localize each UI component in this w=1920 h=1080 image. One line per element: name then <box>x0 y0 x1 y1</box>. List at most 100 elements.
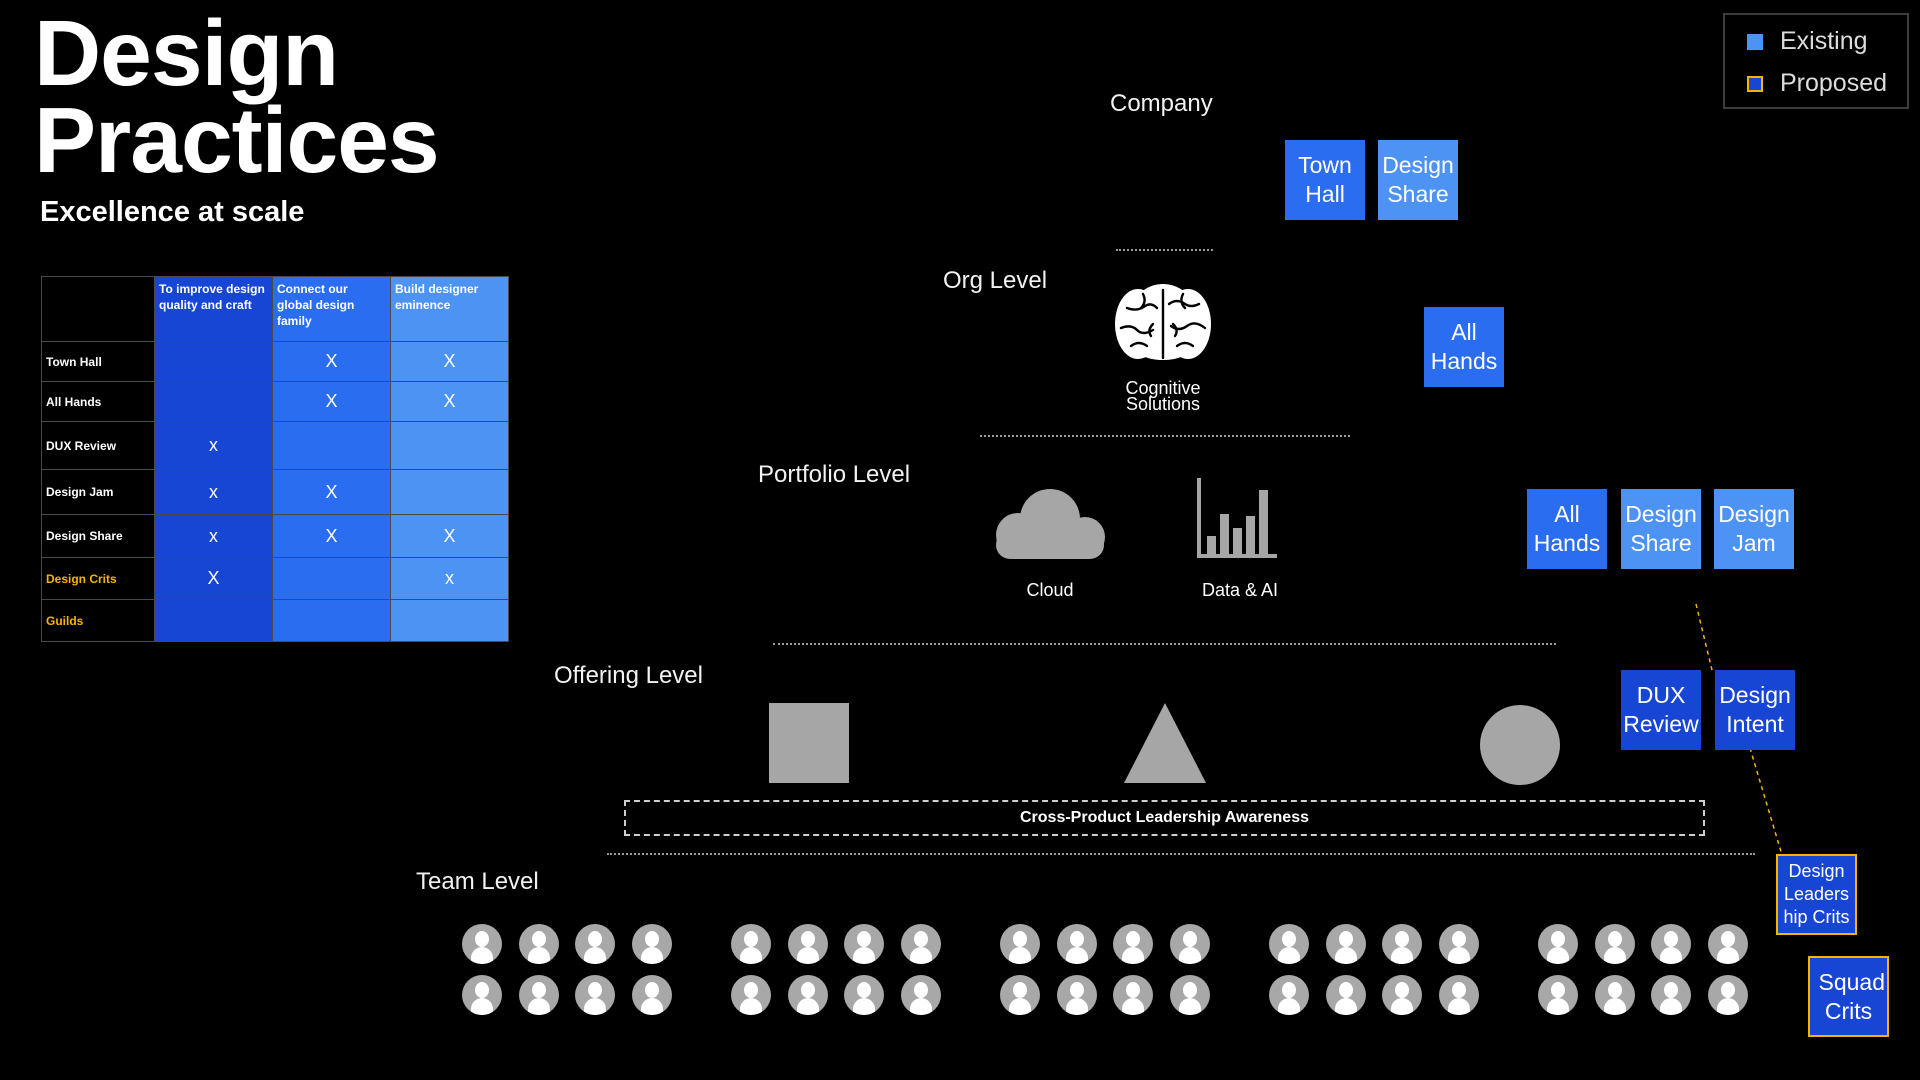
person-avatar-icon <box>1269 924 1309 964</box>
legend-item-existing: Existing <box>1747 27 1868 56</box>
matrix-cell: X <box>272 341 391 382</box>
box-label: Squad Crits <box>1818 968 1886 1024</box>
table-row: Design Jam x X <box>41 469 509 515</box>
level-offering: Offering Level <box>554 662 703 689</box>
person-avatar-icon <box>575 924 615 964</box>
squad-crits-box: Squad Crits <box>1808 956 1889 1037</box>
table-row: DUX Review x <box>41 421 509 470</box>
person-avatar-icon <box>1382 924 1422 964</box>
design-intent-box: Design Intent <box>1715 670 1795 750</box>
person-avatar-icon <box>1438 924 1479 964</box>
person-avatar-icon <box>631 975 672 1015</box>
person-avatar-icon <box>844 975 884 1015</box>
person-avatar-icon <box>787 975 828 1015</box>
design-share-portfolio-box: Design Share <box>1621 489 1701 569</box>
legend: Existing Proposed <box>1723 13 1909 109</box>
matrix-cell: X <box>272 381 391 422</box>
matrix-cell <box>390 421 509 470</box>
matrix-cell <box>390 599 509 642</box>
matrix-cell: X <box>390 381 509 422</box>
box-label: All Hands <box>1430 319 1498 374</box>
person-avatar-icon <box>1594 975 1635 1015</box>
table-row: Design Share x X X <box>41 514 509 558</box>
person-avatar-icon <box>900 975 941 1015</box>
proposed-swatch <box>1747 75 1763 92</box>
person-avatar-icon <box>1056 975 1097 1015</box>
person-avatar-icon <box>1000 975 1040 1015</box>
matrix-cell: X <box>390 514 509 558</box>
box-label: Design Share <box>1625 501 1697 556</box>
goals-matrix: To improve design quality and craft Conn… <box>41 276 509 642</box>
legend-label: Existing <box>1780 27 1868 55</box>
matrix-cell <box>272 599 391 642</box>
person-avatar-icon <box>1325 924 1366 964</box>
circle-shape <box>1480 705 1560 785</box>
box-label: Design Leaders hip Crits <box>1783 861 1850 927</box>
person-avatar-icon <box>1707 924 1748 964</box>
table-row: Town Hall X X <box>41 341 509 382</box>
matrix-row-label: Guilds <box>41 599 155 642</box>
cloud-icon <box>996 489 1105 559</box>
matrix-cell: X <box>154 557 273 600</box>
existing-swatch <box>1747 33 1763 50</box>
person-avatar-icon <box>1594 924 1635 964</box>
all-hands-org-box: All Hands <box>1424 307 1504 387</box>
matrix-cell: x <box>390 557 509 600</box>
person-avatar-icon <box>1651 975 1691 1015</box>
title-line-2: Practices <box>34 88 440 192</box>
box-label: All Hands <box>1533 501 1601 556</box>
person-avatar-icon <box>1707 975 1748 1015</box>
box-label: DUX Review <box>1623 682 1699 737</box>
person-avatar-icon <box>462 924 502 964</box>
matrix-cell: X <box>390 341 509 382</box>
person-avatar-icon <box>518 975 559 1015</box>
legend-item-proposed: Proposed <box>1747 69 1887 98</box>
matrix-cell: X <box>272 469 391 515</box>
table-row: All Hands X X <box>41 381 509 422</box>
cross-product-label: Cross-Product Leadership Awareness <box>1020 809 1309 826</box>
matrix-cell: x <box>154 514 273 558</box>
matrix-col-header: Build designer eminence <box>390 276 509 342</box>
person-avatar-icon <box>1113 975 1153 1015</box>
matrix-cell: x <box>154 469 273 515</box>
matrix-row-label: DUX Review <box>41 421 155 470</box>
matrix-col-header: Connect our global design family <box>272 276 391 342</box>
person-avatar-icon <box>1169 975 1210 1015</box>
matrix-cell <box>154 381 273 422</box>
design-leadership-crits-box: Design Leaders hip Crits <box>1776 854 1857 935</box>
dux-review-box: DUX Review <box>1621 670 1701 750</box>
matrix-col-header: To improve design quality and craft <box>154 276 273 342</box>
title-line-1: Design <box>34 1 339 105</box>
page-subtitle: Excellence at scale <box>40 196 305 228</box>
matrix-row-label: Town Hall <box>41 341 155 382</box>
design-share-company-box: Design Share <box>1378 140 1458 220</box>
matrix-row-label: Design Jam <box>41 469 155 515</box>
person-avatar-icon <box>1325 975 1366 1015</box>
brain-label: Cognitive Solutions <box>1083 379 1243 413</box>
box-label: Design Share <box>1382 152 1454 207</box>
level-portfolio: Portfolio Level <box>758 461 911 488</box>
separator-offering <box>607 853 1755 855</box>
legend-label: Proposed <box>1780 69 1888 97</box>
person-avatar-icon <box>1438 975 1479 1015</box>
bar-chart-icon <box>1197 478 1277 558</box>
separator-portfolio <box>773 643 1556 645</box>
person-avatar-icon <box>844 924 884 964</box>
town-hall-box: Town Hall <box>1285 140 1365 220</box>
person-avatar-icon <box>518 924 559 964</box>
page-title: Design Practices <box>34 1 440 192</box>
box-label: Town Hall <box>1298 152 1352 207</box>
person-avatar-icon <box>1113 924 1153 964</box>
matrix-cell <box>154 341 273 382</box>
separator-company <box>1116 249 1213 251</box>
person-avatar-icon <box>1269 975 1309 1015</box>
person-avatar-icon <box>1000 924 1040 964</box>
matrix-cell <box>272 421 391 470</box>
connector-line <box>1695 603 1783 856</box>
person-avatar-icon <box>1538 924 1578 964</box>
box-label: Design Jam <box>1718 501 1790 556</box>
person-avatar-icon <box>731 924 771 964</box>
person-avatar-icon <box>1056 924 1097 964</box>
person-avatar-icon <box>575 975 615 1015</box>
person-avatar-icon <box>1538 975 1578 1015</box>
